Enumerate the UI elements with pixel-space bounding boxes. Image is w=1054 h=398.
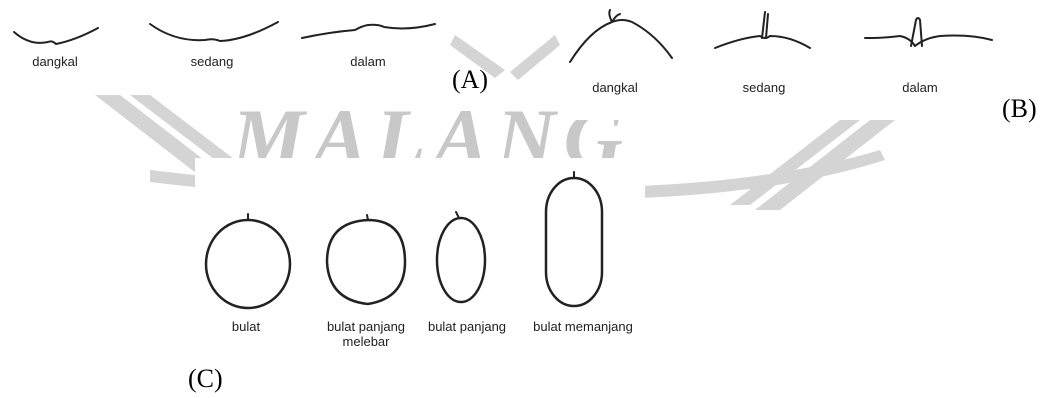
round-shape [206,214,290,308]
panel-a-label-dalam: dalam [350,54,385,69]
panel-a-label-sedang: sedang [191,54,234,69]
panel-b-label-sedang: sedang [743,80,786,95]
panel-b-label-dangkal: dangkal [592,80,638,95]
panel-c-label-bulat: bulat [232,319,260,334]
deep-cavity-outline [302,24,435,38]
elongated-shape [546,172,602,306]
panel-c-label-bulat-memanjang: bulat memanjang [533,319,633,334]
shallow-stalk-cavity [570,10,672,62]
deep-stalk-cavity [865,18,992,46]
panel-b-drawings [560,0,1020,80]
panel-b-tag: (B) [1002,94,1037,124]
medium-cavity-outline [150,22,278,41]
panel-b-label-dalam: dalam [902,80,937,95]
wide-oblong-shape [327,215,405,304]
shallow-cavity-outline [14,28,98,44]
medium-stalk-cavity [715,12,810,48]
panel-c-tag: (C) [188,364,223,394]
panel-c-label-bulat-panjang-melebar: bulat panjang melebar [318,319,414,349]
panel-a-label-dangkal: dangkal [32,54,78,69]
panel-c-label-bulat-panjang-melebar-text: bulat panjang melebar [318,319,414,349]
oblong-shape [437,212,485,302]
panel-c-label-bulat-panjang: bulat panjang [428,319,506,334]
panel-a-tag: (A) [452,65,488,95]
